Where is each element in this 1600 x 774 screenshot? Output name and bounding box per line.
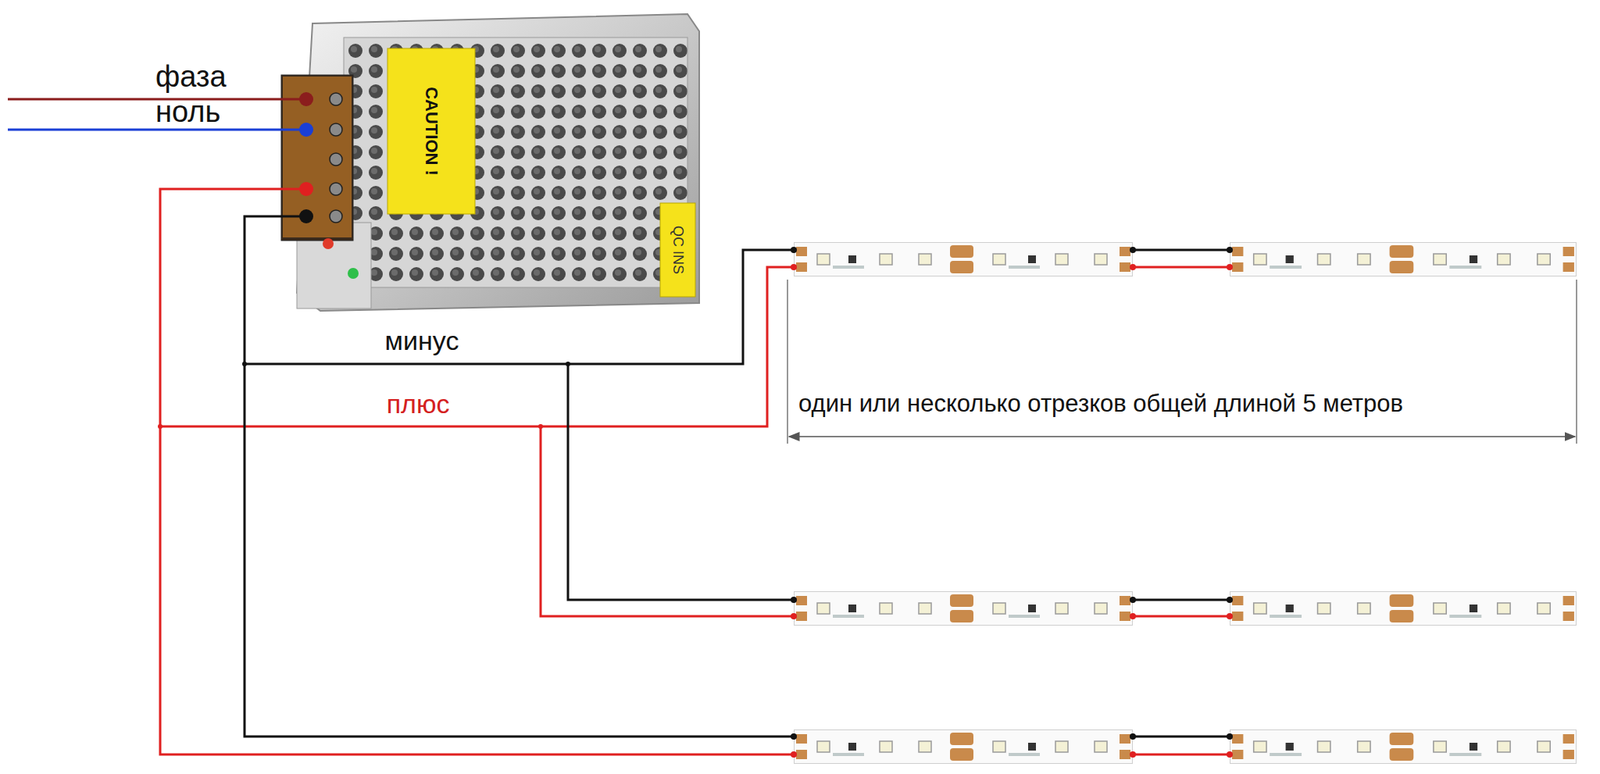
minus-wire <box>244 216 1230 737</box>
wire-label: фаза <box>155 60 227 94</box>
neutral-wire <box>7 128 307 132</box>
terminal-dot <box>157 92 571 429</box>
led-strip <box>794 242 1577 765</box>
wire-label: ноль <box>155 96 221 129</box>
solder-dot <box>790 246 1233 758</box>
dimension-label: один или несколько отрезков общей длиной… <box>798 390 1404 418</box>
warning-label: CAUTION ! <box>421 86 441 176</box>
polarity-label: плюс <box>386 389 450 419</box>
plus-wire <box>160 189 1230 755</box>
power-supply <box>281 14 700 311</box>
polarity-label: минус <box>385 326 460 356</box>
dimension-line <box>787 279 1577 444</box>
sticker-label: QC INS <box>669 225 686 275</box>
